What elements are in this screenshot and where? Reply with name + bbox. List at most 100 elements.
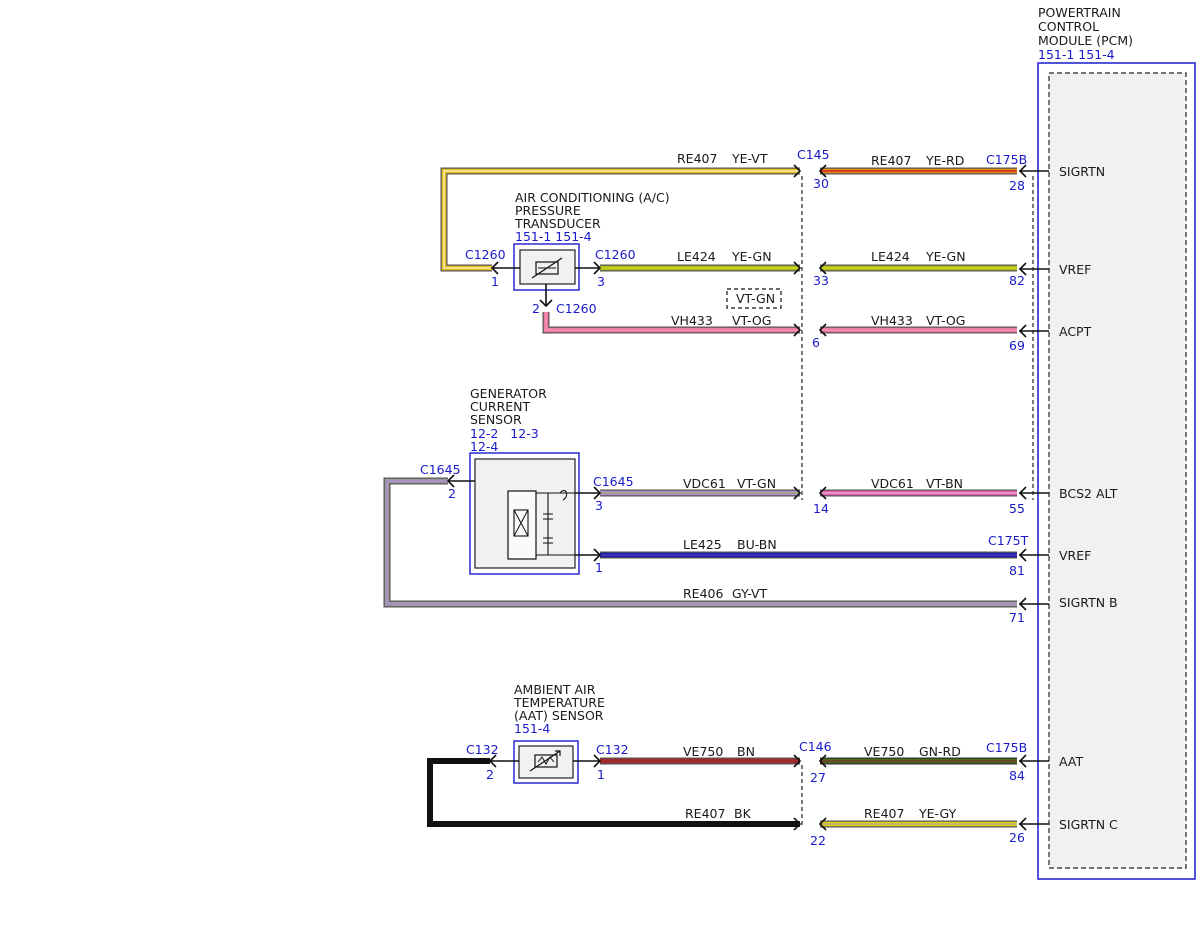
w3-right-circuit: VH433	[871, 313, 913, 328]
gen-title-line1: GENERATOR	[470, 386, 547, 401]
pcm-arrow-bcs2	[1018, 486, 1049, 500]
pin-33: 33	[813, 273, 829, 288]
pcm-arrow-sigrtn	[1018, 164, 1049, 178]
gen-title-line3: SENSOR	[470, 412, 522, 427]
pin-30: 30	[813, 176, 829, 191]
ac-title-line1: AIR CONDITIONING (A/C)	[515, 190, 670, 205]
w6-color: GY-VT	[732, 586, 768, 601]
w5-color: BU-BN	[737, 537, 777, 552]
aat-right-pin: 1	[597, 767, 605, 782]
w3-left-circuit: VH433	[671, 313, 713, 328]
ac-bottom-connector[interactable]: C1260	[556, 301, 597, 316]
pin-82: 82	[1009, 273, 1025, 288]
pcm-arrow-sigrtnc	[1018, 817, 1049, 831]
wire-re406-gy-vt[interactable]	[383, 477, 1017, 608]
w1-left-color: YE-VT	[731, 151, 768, 166]
aat-title-line1: AMBIENT AIR	[514, 682, 596, 697]
pin-27: 27	[810, 770, 826, 785]
pin-numbers: 30 28 33 82 6 69 14 55 81 71 27 84 22 26	[810, 176, 1025, 848]
w8-left-color: BK	[734, 806, 752, 821]
pin-55: 55	[1009, 501, 1025, 516]
pcm-signal-vref-2: VREF	[1059, 548, 1091, 563]
pcm-arrow-sigrtnb	[1018, 597, 1049, 611]
wire-vh433-vt-og-left[interactable]	[542, 312, 800, 334]
ac-left-connector[interactable]: C1260	[465, 247, 506, 262]
connector-c175b-top[interactable]: C175B	[986, 152, 1027, 167]
pcm-pin-arrows	[1018, 164, 1049, 831]
aat-title-line2: TEMPERATURE	[513, 695, 605, 710]
pin-69: 69	[1009, 338, 1025, 353]
w4-right-color: VT-BN	[926, 476, 963, 491]
pcm-signal-sigrtn-b: SIGRTN B	[1059, 595, 1118, 610]
connector-c175t[interactable]: C175T	[988, 533, 1029, 548]
gen-pin3: 3	[595, 498, 603, 513]
w7-left-color: BN	[737, 744, 755, 759]
pin-6: 6	[812, 335, 820, 350]
gen-refs-line1[interactable]: 12-2 12-3	[470, 426, 539, 441]
aat-left-connector[interactable]: C132	[466, 742, 499, 757]
gen-left-pin: 2	[448, 486, 456, 501]
connector-labels: C145 C175B C175T C146 C175B	[797, 147, 1029, 755]
w2-left-color: YE-GN	[731, 249, 772, 264]
ac-refs[interactable]: 151-1 151-4	[515, 229, 592, 244]
connector-c175b-bottom[interactable]: C175B	[986, 740, 1027, 755]
pcm-signal-vref: VREF	[1059, 262, 1091, 277]
gen-left-connector[interactable]: C1645	[420, 462, 461, 477]
pcm-title-line3: MODULE (PCM)	[1038, 33, 1133, 48]
pin-81: 81	[1009, 563, 1025, 578]
w1-right-color: YE-RD	[925, 153, 964, 168]
ac-right-connector[interactable]: C1260	[595, 247, 636, 262]
pcm-signal-sigrtn-c: SIGRTN C	[1059, 817, 1118, 832]
pcm-arrow-aat	[1018, 754, 1049, 768]
pin-84: 84	[1009, 768, 1025, 783]
w1-right-circuit: RE407	[871, 153, 911, 168]
w7-right-color: GN-RD	[919, 744, 961, 759]
w3-left-color: VT-OG	[732, 313, 771, 328]
w8-left-circuit: RE407	[685, 806, 725, 821]
w1-left-circuit: RE407	[677, 151, 717, 166]
aat-refs[interactable]: 151-4	[514, 721, 550, 736]
pcm-signal-acpt: ACPT	[1059, 324, 1092, 339]
pcm-signal-aat: AAT	[1059, 754, 1083, 769]
ac-right-pin: 3	[597, 274, 605, 289]
w4-left-color: VT-GN	[737, 476, 776, 491]
aat-left-pin: 2	[486, 767, 494, 782]
w8-right-circuit: RE407	[864, 806, 904, 821]
pcm-module: POWERTRAIN CONTROL MODULE (PCM) 151-1 15…	[1037, 5, 1196, 880]
ac-title-line3: TRANSDUCER	[514, 216, 601, 231]
connector-arrows	[793, 164, 827, 831]
pin-22: 22	[810, 833, 826, 848]
pcm-refs[interactable]: 151-1 151-4	[1038, 47, 1115, 62]
w3-right-color: VT-OG	[926, 313, 965, 328]
wire-labels: RE407 YE-VT RE407 YE-RD LE424 YE-GN LE42…	[671, 151, 966, 821]
w2-right-color: YE-GN	[925, 249, 966, 264]
generator-current-sensor[interactable]: GENERATOR CURRENT SENSOR 12-2 12-3 12-4 …	[420, 386, 634, 575]
w2-left-circuit: LE424	[677, 249, 716, 264]
w8-right-color: YE-GY	[918, 806, 957, 821]
w2-right-circuit: LE424	[871, 249, 910, 264]
connector-c145[interactable]: C145	[797, 147, 830, 162]
aat-sensor[interactable]: AMBIENT AIR TEMPERATURE (AAT) SENSOR 151…	[466, 682, 629, 784]
w4-right-circuit: VDC61	[871, 476, 914, 491]
w5-circuit: LE425	[683, 537, 722, 552]
pin-71: 71	[1009, 610, 1025, 625]
gen-refs-line2[interactable]: 12-4	[470, 439, 498, 454]
connector-c146[interactable]: C146	[799, 739, 832, 754]
w4-left-circuit: VDC61	[683, 476, 726, 491]
gen-right-connector[interactable]: C1645	[593, 474, 634, 489]
w3-alt-color: VT-GN	[736, 291, 775, 306]
aat-title-line3: (AAT) SENSOR	[514, 708, 604, 723]
w7-left-circuit: VE750	[683, 744, 723, 759]
ac-pressure-transducer[interactable]: AIR CONDITIONING (A/C) PRESSURE TRANSDUC…	[465, 190, 670, 316]
pcm-arrow-acpt	[1018, 324, 1049, 338]
ac-bottom-pin: 2	[532, 301, 540, 316]
pcm-signal-bcs2-alt: BCS2 ALT	[1059, 486, 1118, 501]
pcm-arrow-vref2	[1018, 548, 1049, 562]
w7-right-circuit: VE750	[864, 744, 904, 759]
aat-right-connector[interactable]: C132	[596, 742, 629, 757]
pin-28: 28	[1009, 178, 1025, 193]
pcm-title-line1: POWERTRAIN	[1038, 5, 1121, 20]
wire-re407-bk[interactable]	[427, 758, 800, 827]
wire-re407-ye-vt[interactable]	[440, 167, 800, 272]
